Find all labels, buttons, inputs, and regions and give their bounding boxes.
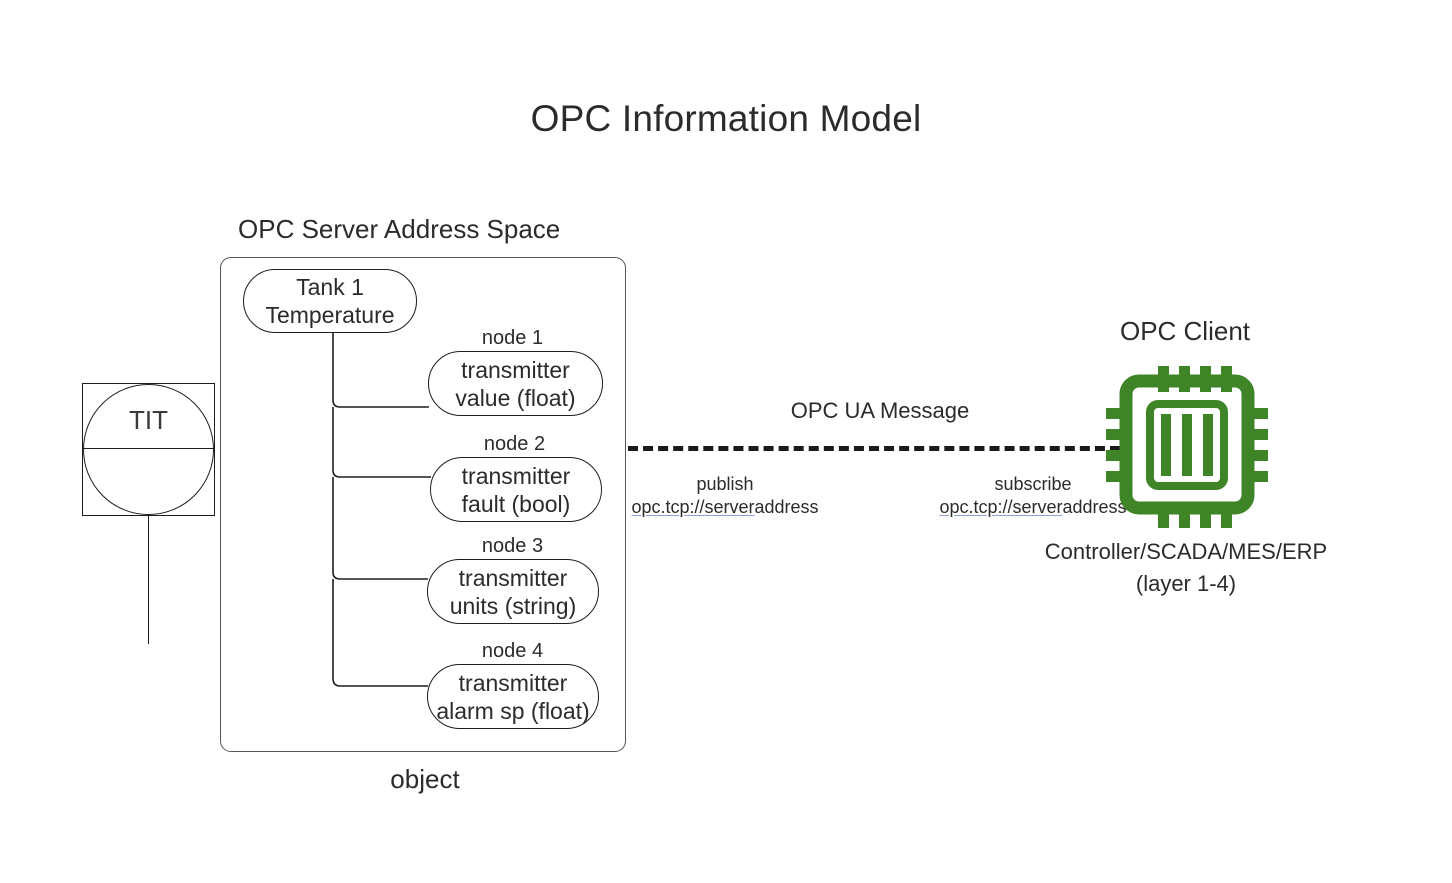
node-3-line2: units (string) xyxy=(449,592,577,619)
node-2-transmitter-fault[interactable]: transmitter fault (bool) xyxy=(430,457,602,522)
node-4-caption: node 4 xyxy=(481,640,544,662)
node-1-caption: node 1 xyxy=(481,327,544,349)
node-1-transmitter-value[interactable]: transmitter value (float) xyxy=(428,351,603,416)
node-4-transmitter-alarm-sp[interactable]: transmitter alarm sp (float) xyxy=(427,664,599,729)
subscribe-url-scheme: opc.tcp://server xyxy=(939,497,1063,517)
node-4-line2: alarm sp (float) xyxy=(436,697,590,724)
client-role-caption: Controller/SCADA/MES/ERP (layer 1-4) xyxy=(1020,536,1352,600)
node-root-line1: Tank 1 xyxy=(296,274,364,300)
node-root-line2: Temperature xyxy=(265,302,395,328)
publish-url-scheme: opc.tcp://server xyxy=(631,497,755,517)
tit-process-stem xyxy=(148,516,149,644)
publish-endpoint: publish opc.tcp://serveraddress xyxy=(620,473,830,519)
node-3-line1: transmitter xyxy=(458,564,568,591)
subscribe-url[interactable]: opc.tcp://serveraddress xyxy=(928,496,1138,519)
node-2-line2: fault (bool) xyxy=(461,490,571,517)
address-space-caption: OPC Server Address Space xyxy=(238,214,561,244)
subscribe-url-rest: address xyxy=(1062,497,1127,517)
address-space-container xyxy=(220,257,626,752)
node-1-line2: value (float) xyxy=(455,384,576,411)
tit-tag-label: TIT xyxy=(129,405,168,435)
node-2-line1: transmitter xyxy=(461,462,571,489)
object-caption: object xyxy=(390,764,460,794)
microchip-icon xyxy=(1106,366,1268,528)
node-4-line1: transmitter xyxy=(458,669,568,696)
opc-ua-dashed-connector xyxy=(628,446,1120,451)
node-3-transmitter-units[interactable]: transmitter units (string) xyxy=(427,559,599,624)
client-role-line1: Controller/SCADA/MES/ERP xyxy=(1044,539,1328,564)
node-2-caption: node 2 xyxy=(483,433,546,455)
tit-divider-line xyxy=(83,448,214,449)
publish-action-label: publish xyxy=(696,474,754,494)
page-title: OPC Information Model xyxy=(530,98,922,139)
node-3-caption: node 3 xyxy=(481,535,544,557)
node-tank1-temperature[interactable]: Tank 1 Temperature xyxy=(243,269,417,333)
publish-url-rest: address xyxy=(754,497,819,517)
tit-circle-outline xyxy=(83,384,214,515)
subscribe-action-label: subscribe xyxy=(994,474,1072,494)
subscribe-endpoint: subscribe opc.tcp://serveraddress xyxy=(928,473,1138,519)
opc-client-caption: OPC Client xyxy=(1119,316,1251,346)
tit-instrument-symbol: TIT xyxy=(82,383,215,516)
publish-url[interactable]: opc.tcp://serveraddress xyxy=(620,496,830,519)
client-role-line2: (layer 1-4) xyxy=(1135,571,1237,596)
opc-ua-message-label: OPC UA Message xyxy=(790,398,970,423)
node-1-line1: transmitter xyxy=(461,356,570,383)
